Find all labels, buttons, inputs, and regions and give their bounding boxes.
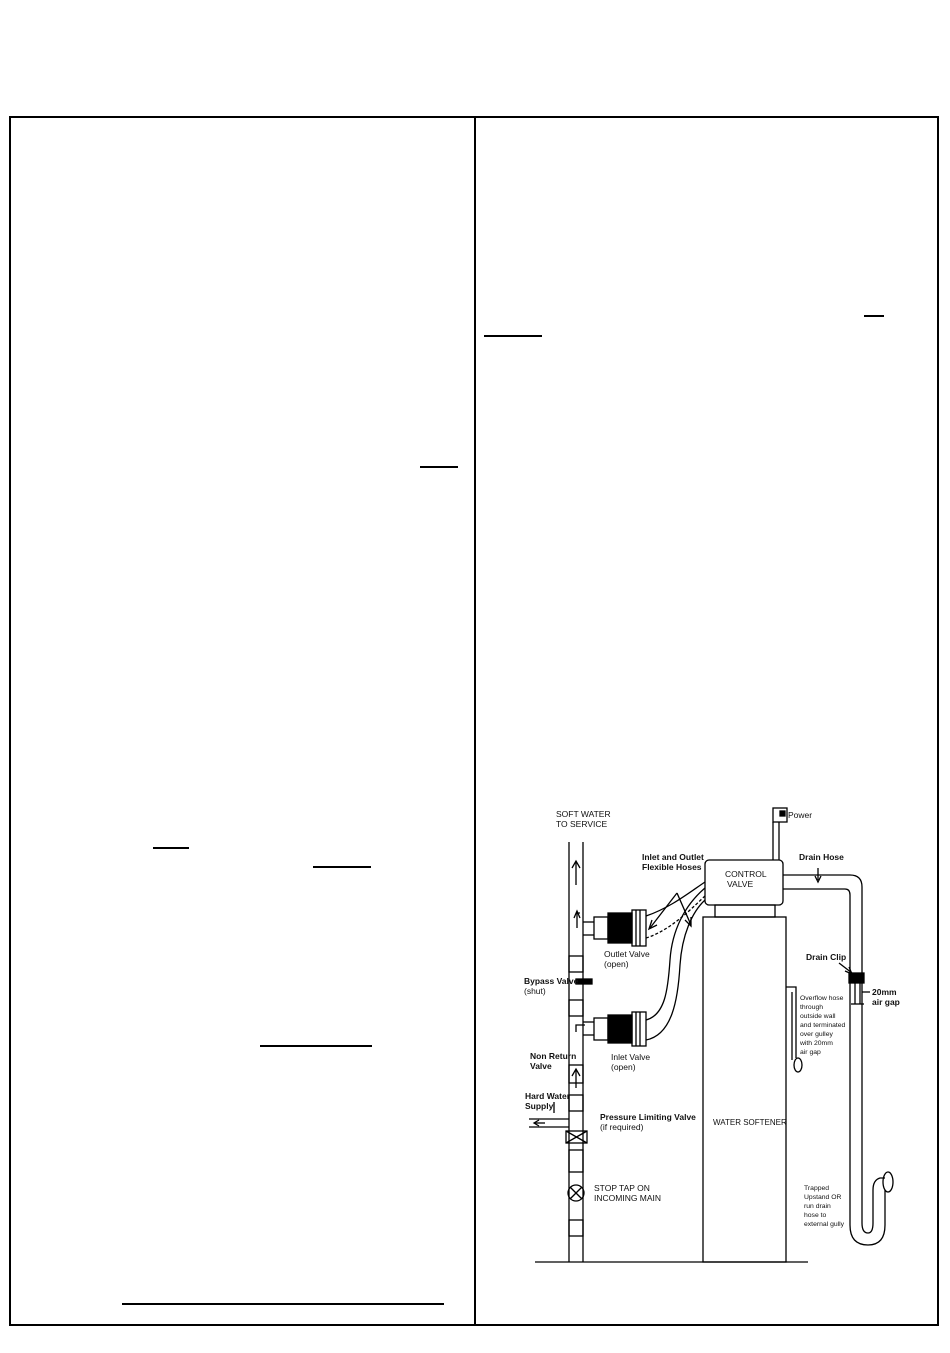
label-inlet-valve: Inlet Valve — [611, 1052, 650, 1062]
label-water-softener: WATER SOFTENER — [713, 1118, 787, 1127]
label-air-gap-2: air gap — [872, 997, 900, 1007]
label-drain-hose: Drain Hose — [799, 852, 844, 862]
label-overflow-4: and terminated — [800, 1022, 846, 1029]
label-drain-clip: Drain Clip — [806, 952, 846, 962]
label-overflow-5: over gulley — [800, 1031, 833, 1038]
label-pressure-valve: Pressure Limiting Valve — [600, 1112, 696, 1122]
underline-mark — [122, 1303, 444, 1305]
label-hard-water-2: Supply — [525, 1101, 554, 1111]
label-bypass-valve-state: (shut) — [524, 986, 546, 996]
column-divider — [474, 116, 476, 1326]
overflow-hose — [786, 986, 797, 1058]
underline-mark — [420, 466, 458, 468]
label-trapped-4: hose to — [804, 1212, 827, 1219]
label-hoses: Inlet and Outlet — [642, 852, 704, 862]
hose-pointer — [649, 892, 678, 929]
label-outlet-valve: Outlet Valve — [604, 949, 650, 959]
label-trapped: Trapped — [804, 1185, 829, 1192]
label-overflow-2: through — [800, 1004, 823, 1011]
label-valve: VALVE — [727, 879, 753, 889]
label-hard-water: Hard Water — [525, 1091, 571, 1101]
stop-tap-symbol — [567, 1184, 585, 1202]
underline-mark — [153, 847, 189, 849]
drain-hose — [783, 874, 886, 1246]
label-to-service: TO SERVICE — [556, 819, 608, 829]
label-overflow-6: with 20mm — [799, 1040, 833, 1047]
label-bypass-valve: Bypass Valve — [524, 976, 579, 986]
underline-mark — [864, 315, 884, 317]
label-overflow-3: outside wall — [800, 1013, 836, 1020]
label-overflow-7: air gap — [800, 1049, 821, 1056]
inlet-valve-assembly — [583, 1011, 647, 1047]
label-inlet-valve-state: (open) — [611, 1062, 636, 1072]
underline-mark — [313, 866, 371, 868]
label-non-return: Non Return — [530, 1051, 576, 1061]
label-air-gap: 20mm — [872, 987, 897, 997]
label-stop-tap: STOP TAP ON — [594, 1183, 650, 1193]
gully-opening — [882, 1171, 894, 1193]
label-soft-water: SOFT WATER — [556, 809, 611, 819]
bypass-valve-symbol — [575, 978, 593, 985]
label-trapped-5: external gully — [804, 1221, 845, 1228]
label-trapped-2: Upstand OR — [804, 1194, 841, 1201]
water-softener-tank — [702, 916, 787, 1263]
label-non-return-2: Valve — [530, 1061, 552, 1071]
power-box — [772, 807, 788, 823]
label-overflow: Overflow hose — [800, 995, 844, 1002]
label-power: Power — [788, 810, 812, 820]
label-flexible-hoses: Flexible Hoses — [642, 862, 702, 872]
drain-clip-symbol — [848, 972, 865, 984]
label-incoming-main: INCOMING MAIN — [594, 1193, 661, 1203]
pressure-limiting-valve-symbol — [565, 1130, 588, 1144]
label-outlet-valve-state: (open) — [604, 959, 629, 969]
pipe-bands — [568, 955, 584, 1237]
label-control: CONTROL — [725, 869, 767, 879]
outlet-valve-assembly — [583, 909, 647, 947]
label-pressure-valve-state: (if required) — [600, 1122, 644, 1132]
label-trapped-3: run drain — [804, 1203, 831, 1210]
flexible-hoses — [645, 881, 706, 1041]
underline-mark — [260, 1045, 372, 1047]
underline-mark — [484, 335, 542, 337]
